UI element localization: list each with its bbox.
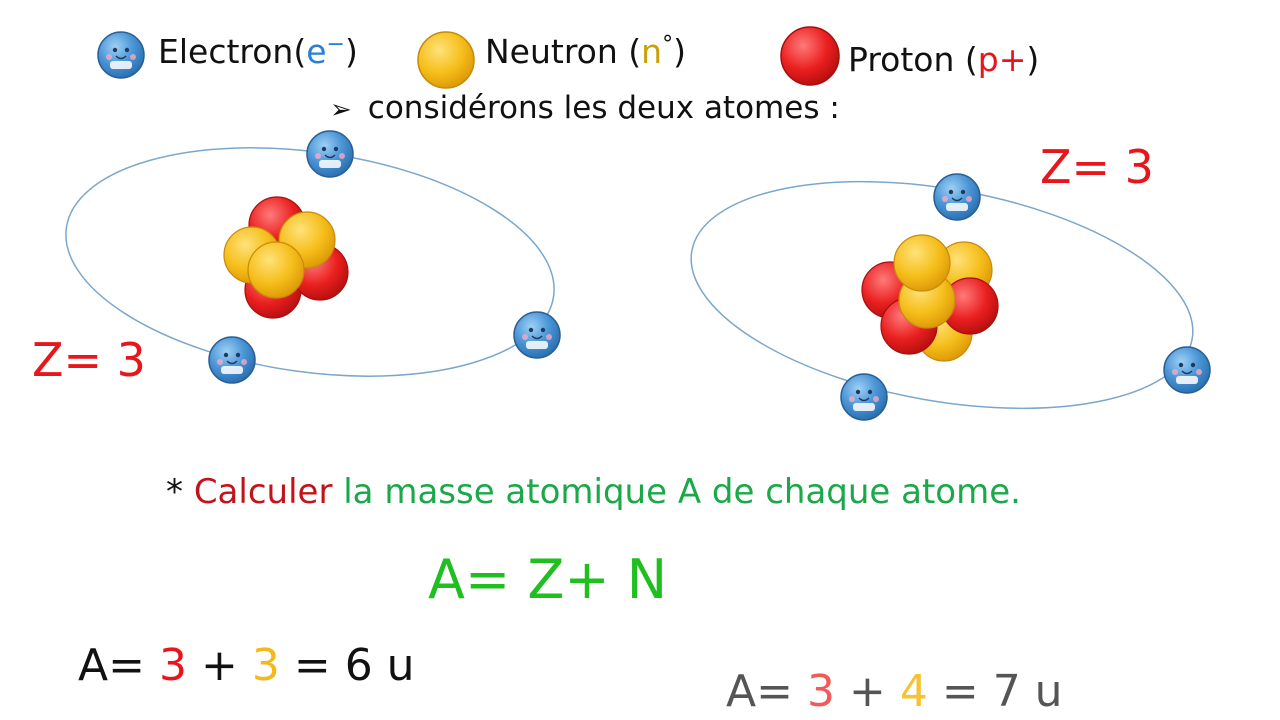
atom-2-electron	[1163, 346, 1211, 394]
legend-neutron-close: )	[673, 32, 686, 71]
legend-proton-symbol: p+	[977, 40, 1027, 79]
legend-electron-icon	[97, 31, 145, 79]
task-star: *	[166, 472, 183, 512]
atom-1-electron	[306, 130, 354, 178]
atom-1-z-label: Z= 3	[32, 333, 146, 387]
legend-proton-close: )	[1026, 40, 1040, 79]
task-rest: la masse atomique A de chaque atome.	[343, 472, 1021, 512]
legend-neutron-degree: °	[662, 32, 674, 57]
atom-2-electron	[840, 373, 888, 421]
atom-1-neutron	[247, 241, 305, 299]
calc-2-prefix: A=	[726, 666, 793, 717]
calc-1-n: 3	[251, 640, 280, 691]
atom-1-electron	[513, 311, 561, 359]
calc-1-prefix: A=	[78, 640, 145, 691]
legend-electron-charge: −	[326, 32, 345, 57]
legend-neutron-symbol: n	[641, 32, 663, 71]
intro-bullet: ➢	[330, 95, 352, 125]
calc-atom-1: A= 3 + 3 = 6 u	[78, 640, 415, 691]
atom-1-nucleus	[223, 196, 349, 319]
task-verb: Calculer	[193, 472, 333, 512]
legend-neutron-name: Neutron (	[485, 32, 642, 71]
calc-1-result: = 6 u	[293, 640, 415, 691]
intro-text: considérons les deux atomes :	[367, 90, 840, 126]
legend-proton: Proton (p+)	[848, 40, 1039, 79]
atom-2	[690, 173, 1211, 421]
calc-1-z: 3	[158, 640, 187, 691]
atom-2-nucleus	[861, 234, 999, 362]
task-instruction: * Calculer la masse atomique A de chaque…	[166, 472, 1021, 512]
legend-proton-icon	[780, 26, 840, 86]
legend-neutron: Neutron (n°)	[485, 32, 686, 71]
calc-atom-2: A= 3 + 4 = 7 u	[726, 666, 1063, 717]
atom-1	[65, 130, 561, 384]
calc-2-result: = 7 u	[941, 666, 1063, 717]
calc-2-z: 3	[806, 666, 835, 717]
legend-electron-close: )	[344, 32, 358, 71]
calc-2-n: 4	[899, 666, 928, 717]
atom-2-neutron	[893, 234, 951, 292]
atom-1-electron	[208, 336, 256, 384]
intro-line: ➢ considérons les deux atomes :	[330, 90, 840, 126]
atom-2-z-label: Z= 3	[1040, 140, 1154, 194]
legend-electron-symbol: e	[306, 32, 327, 71]
legend-neutron-icon	[417, 31, 475, 89]
legend-electron-name: Electron(	[158, 32, 307, 71]
mass-formula: A= Z+ N	[428, 548, 668, 611]
legend-electron: Electron(e−)	[158, 32, 358, 71]
calc-1-plus: +	[200, 640, 238, 691]
legend-proton-name: Proton (	[848, 40, 978, 79]
atom-2-electron	[933, 173, 981, 221]
calc-2-plus: +	[848, 666, 886, 717]
